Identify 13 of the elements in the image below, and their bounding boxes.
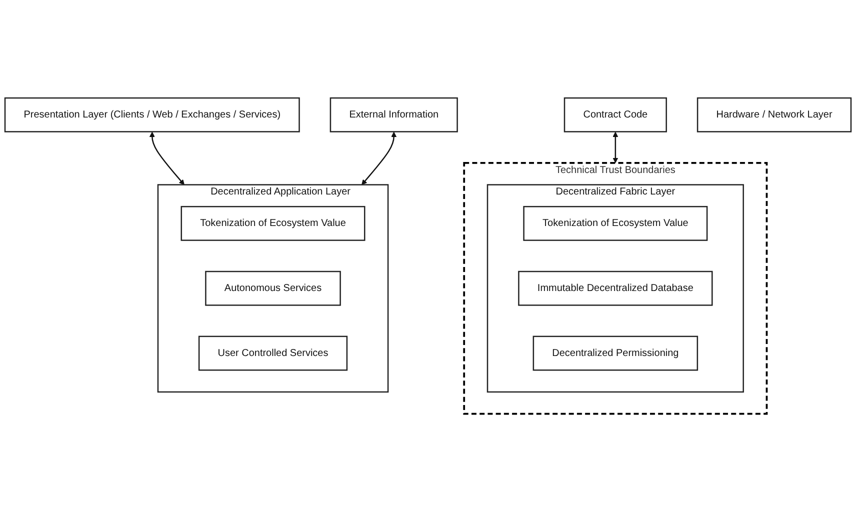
- node-box: User Controlled Services: [198, 335, 348, 370]
- node-box: Tokenization of Ecosystem Value: [180, 206, 366, 241]
- node-box: Decentralized Permissioning: [532, 335, 698, 370]
- node-box: Autonomous Services: [205, 270, 341, 306]
- node-box: Presentation Layer (Clients / Web / Exchanges / Services): [4, 96, 300, 132]
- node-box: Contract Code: [564, 96, 667, 132]
- arrow: [149, 131, 184, 185]
- node-box: External Information: [330, 96, 458, 132]
- node-box: Immutable Decentralized Database: [518, 270, 713, 306]
- arrow: [362, 131, 397, 185]
- node-box: Hardware / Network Layer: [696, 96, 852, 132]
- node-box: Tokenization of Ecosystem Value: [523, 206, 708, 241]
- arrow: [612, 131, 618, 163]
